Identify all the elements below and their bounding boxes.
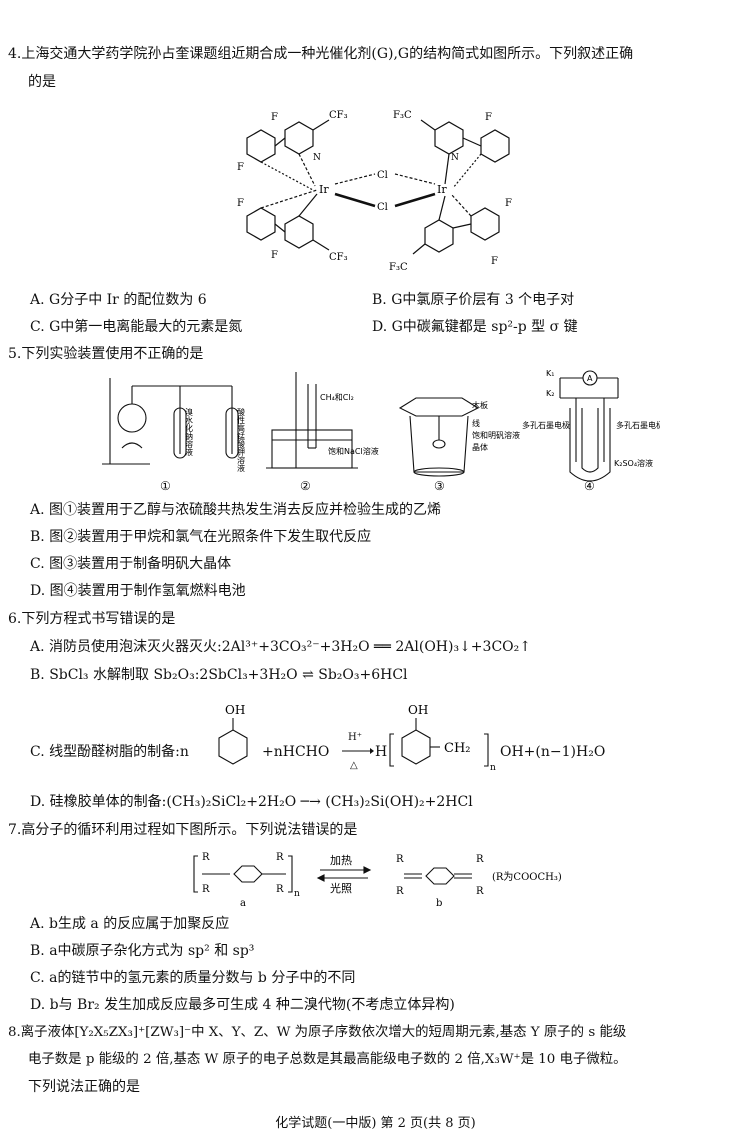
q4-f-5: F <box>271 250 278 261</box>
q4-f-4: F <box>237 198 244 209</box>
q4-cl-1: Cl <box>377 170 388 181</box>
q5-tube2-label: 酸性高锰酸钾溶液 <box>237 407 246 473</box>
q6-ch2: CH₂ <box>444 741 471 756</box>
q6-arrow <box>342 748 374 754</box>
q4-n-1: N <box>313 153 321 163</box>
q5-fig-number-1: ① <box>160 479 171 493</box>
q5-option-d: D. 图④装置用于制作氢氧燃料电池 <box>30 583 246 599</box>
q5-fig-number-3: ③ <box>434 479 445 493</box>
q5-option-b: B. 图②装置用于甲烷和氯气在光照条件下发生取代反应 <box>30 529 372 545</box>
q5-thread-label: 线 <box>472 418 480 428</box>
q4-stem-line1: 4.上海交通大学药学院孙占奎课题组近期合成一种光催化剂(G),G的结构简式如图所… <box>8 46 634 62</box>
q7-n-subscript: n <box>294 889 300 899</box>
q6-option-d: D. 硅橡胶单体的制备:(CH₃)₂SiCl₂+2H₂O ─→ (CH₃)₂Si… <box>30 794 473 810</box>
q4-cf3-a: CF₃ <box>329 110 348 121</box>
q5-tube1-label: 溴水化钠溶液 <box>185 407 194 457</box>
q7-label-b: b <box>436 898 442 908</box>
q6-phenol-oh: OH <box>225 703 245 717</box>
q5-alum-label: 饱和明矾溶液 <box>472 430 520 440</box>
q5-wood-label: 木板 <box>472 400 488 410</box>
q4-cf3-b: CF₃ <box>329 252 348 263</box>
q5-k2-label: K₂ <box>546 389 554 398</box>
q5-gas-label: CH₄和Cl₂ <box>320 393 354 402</box>
q4-option-b: B. G中氯原子价层有 3 个电子对 <box>372 292 575 308</box>
q6-n-subscript: n <box>490 763 496 773</box>
q6-option-b: B. SbCl₃ 水解制取 Sb₂O₃:2SbCl₃+3H₂O ⇌ Sb₂O₃+… <box>30 667 408 683</box>
q6-stem: 6.下列方程式书写错误的是 <box>8 611 176 627</box>
q4-option-a: A. G分子中 Ir 的配位数为 6 <box>30 292 207 308</box>
q7-r-2: R <box>202 884 210 895</box>
q4-f-6: F <box>505 198 512 209</box>
q5-brine-label: 饱和NaCl溶液 <box>328 446 379 456</box>
q7-light-label: 光照 <box>330 881 352 895</box>
q7-reaction-figure: R R R R n 加热 光照 R R R R (R为COOCH₃) a b <box>193 852 562 908</box>
q5-stem: 5.下列实验装置使用不正确的是 <box>8 346 204 362</box>
q5-k1-label: K₁ <box>546 369 554 378</box>
q4-f-7: F <box>491 256 498 267</box>
q7-r-8: R <box>476 886 484 897</box>
q7-option-d: D. b与 Br₂ 发生加成反应最多可生成 4 种二溴代物(不考虑立体异构) <box>30 997 455 1013</box>
q7-stem: 7.高分子的循环利用过程如下图所示。下列说法错误的是 <box>8 822 358 838</box>
q6-option-c-tail: OH+(n−1)H₂O <box>500 744 606 760</box>
page-footer: 化学试题(一中版) 第 2 页(共 8 页) <box>275 1116 476 1131</box>
q4-ir-2: Ir <box>437 183 447 196</box>
q7-r-5: R <box>396 854 404 865</box>
q5-option-a: A. 图①装置用于乙醇与浓硫酸共热发生消去反应并检验生成的乙烯 <box>30 502 442 518</box>
q4-structure-figure: CF₃ F₃C F F F F F F F Ir Ir Cl Cl N N CF… <box>237 110 512 273</box>
q5-crystal-label: 晶体 <box>472 442 488 452</box>
q7-heat-label: 加热 <box>330 854 352 867</box>
q6-phenol-structure: OH <box>218 703 248 765</box>
q4-option-d: D. G中碳氟键都是 sp²-p 型 σ 键 <box>372 319 578 335</box>
q5-fig-number-4: ④ <box>584 479 595 493</box>
q7-r-3: R <box>276 852 284 863</box>
q7-option-b: B. a中碳原子杂化方式为 sp² 和 sp³ <box>30 943 255 959</box>
q4-n-2: N <box>451 153 459 163</box>
q6-option-c-prefix: C. 线型酚醛树脂的制备:n <box>30 744 189 760</box>
q6-catalyst: H⁺ <box>348 732 362 743</box>
q4-ir-1: Ir <box>319 183 329 196</box>
q7-r-6: R <box>396 886 404 897</box>
q7-r-1: R <box>202 852 210 863</box>
q4-f3c-a: F₃C <box>393 110 412 121</box>
q5-apparatus-figure: 溴水化钠溶液 酸性高锰酸钾溶液 CH₄和Cl₂ 饱和NaCl溶液 木板 线 饱和… <box>102 369 660 493</box>
q5-fig-number-2: ② <box>300 479 311 493</box>
q6-heat: △ <box>350 760 358 771</box>
q5-left-electrode-label: 多孔石墨电极 <box>522 420 570 430</box>
q6-option-a: A. 消防员使用泡沫灭火器灭火:2Al³⁺+3CO₃²⁻+3H₂O ══ 2Al… <box>30 639 531 655</box>
q6-resin-structure: OH CH₂ n <box>389 703 496 773</box>
q4-f-2: F <box>237 162 244 173</box>
q7-r-note: (R为COOCH₃) <box>492 871 562 883</box>
q5-meter-label: A <box>587 374 593 383</box>
q7-r-7: R <box>476 854 484 865</box>
q8-stem-line1: 8.离子液体[Y₂X₅ZX₃]⁺[ZW₃]⁻中 X、Y、Z、W 为原子序数依次增… <box>8 1025 627 1040</box>
q8-stem-line3: 下列说法正确的是 <box>28 1079 140 1095</box>
q4-stem-line2: 的是 <box>28 74 56 90</box>
q6-option-c-mid: +nHCHO <box>262 744 330 760</box>
q4-option-c: C. G中第一电离能最大的元素是氮 <box>30 319 243 335</box>
q8-stem-line2: 电子数是 p 能级的 2 倍,基态 W 原子的电子总数是其最高能级电子数的 2 … <box>28 1052 627 1067</box>
q5-option-c: C. 图③装置用于制备明矾大晶体 <box>30 556 232 572</box>
q5-right-electrode-label: 多孔石墨电极 <box>616 420 660 430</box>
q6-resin-oh: OH <box>408 703 428 717</box>
q7-label-a: a <box>240 898 246 908</box>
q7-r-4: R <box>276 884 284 895</box>
q4-f-3: F <box>485 112 492 123</box>
q4-f-1: F <box>271 112 278 123</box>
q4-f3c-b: F₃C <box>389 262 408 273</box>
q7-option-a: A. b生成 a 的反应属于加聚反应 <box>30 916 230 932</box>
q5-electrolyte-label: K₂SO₄溶液 <box>614 458 653 468</box>
q4-cl-2: Cl <box>377 202 388 213</box>
q7-option-c: C. a的链节中的氢元素的质量分数与 b 分子中的不同 <box>30 970 356 986</box>
q6-h: H <box>375 744 388 760</box>
